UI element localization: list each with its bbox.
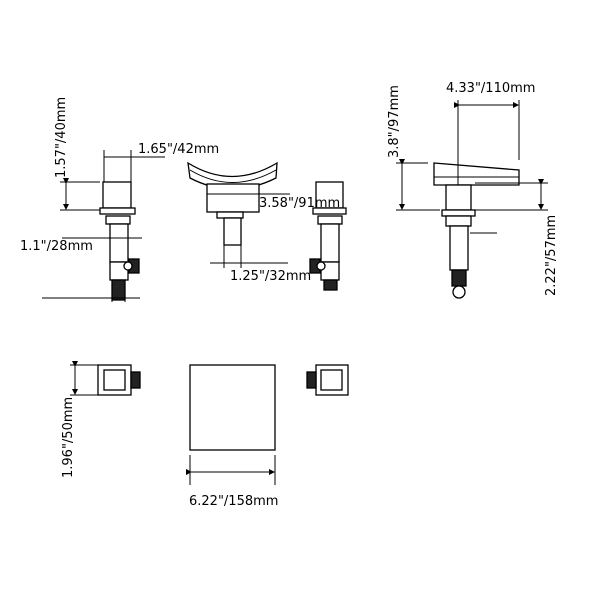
shank-length-label: 2.22"/57mm	[544, 215, 559, 296]
spout-reach-label: 4.33"/110mm	[446, 81, 535, 96]
spout-square-label: 6.22"/158mm	[189, 494, 278, 509]
spout-shank-label: 1.25"/32mm	[230, 269, 311, 284]
handle-height-label: 1.57"/40mm	[54, 97, 69, 178]
handle-width-label: 1.65"/42mm	[138, 142, 219, 157]
dimension-labels: 1.57"/40mm 1.65"/42mm 1.1"/28mm 3.58"/91…	[20, 81, 559, 509]
handle-dimension-lines	[42, 150, 165, 302]
handle-body-label: 1.1"/28mm	[20, 239, 93, 254]
right-handle-front-view	[309, 181, 347, 291]
spout-side-view	[396, 100, 548, 299]
spout-width-label: 3.58"/91mm	[259, 196, 340, 211]
spout-front-view	[187, 161, 290, 268]
handle-square-label: 1.96"/50mm	[61, 397, 76, 478]
top-view	[70, 361, 349, 485]
spout-height-label: 3.8"/97mm	[387, 85, 402, 158]
left-handle-front-view	[99, 181, 140, 301]
